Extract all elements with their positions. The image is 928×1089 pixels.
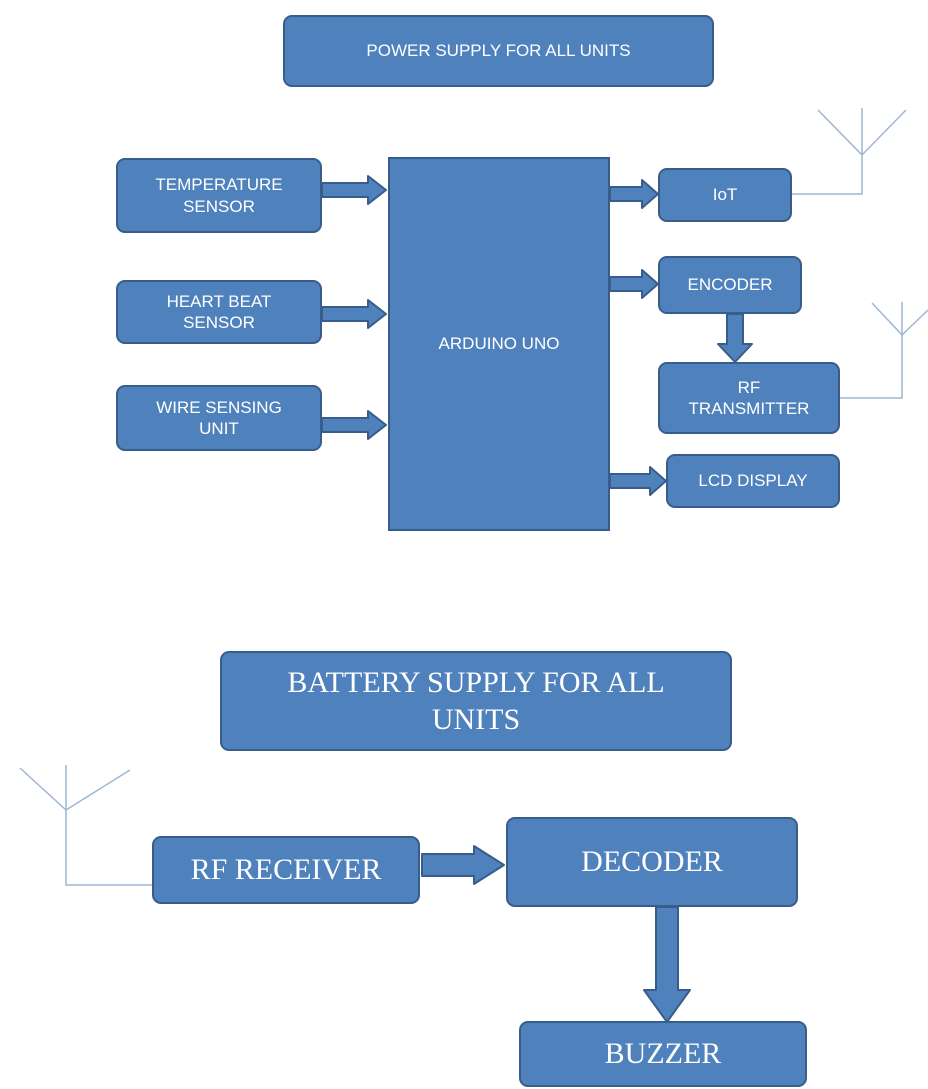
heart-beat-sensor-box: HEART BEAT SENSOR bbox=[116, 280, 322, 344]
arrow-arduino-to-lcd bbox=[609, 466, 667, 496]
encoder-label: ENCODER bbox=[687, 275, 773, 295]
rf-transmitter-label: RF TRANSMITTER bbox=[688, 377, 810, 418]
rf-receiver-label: RF RECEIVER bbox=[190, 853, 382, 887]
buzzer-box: BUZZER bbox=[519, 1021, 807, 1087]
arduino-uno-box: ARDUINO UNO bbox=[388, 157, 610, 531]
battery-supply-box: BATTERY SUPPLY FOR ALL UNITS bbox=[220, 651, 732, 751]
arrow-encoder-to-rftransmitter bbox=[717, 313, 753, 363]
antenna-rf-receiver bbox=[19, 765, 152, 886]
power-supply-label: POWER SUPPLY FOR ALL UNITS bbox=[366, 41, 631, 61]
buzzer-label: BUZZER bbox=[604, 1037, 722, 1071]
battery-supply-label: BATTERY SUPPLY FOR ALL UNITS bbox=[287, 665, 665, 737]
arrow-arduino-to-iot bbox=[609, 179, 659, 209]
temperature-sensor-label: TEMPERATURE SENSOR bbox=[155, 175, 283, 216]
wire-sensing-unit-label: WIRE SENSING UNIT bbox=[156, 397, 282, 438]
temperature-sensor-box: TEMPERATURE SENSOR bbox=[116, 158, 322, 233]
decoder-box: DECODER bbox=[506, 817, 798, 907]
antenna-rf-transmitter bbox=[840, 302, 928, 399]
antenna-iot bbox=[792, 108, 907, 195]
arrow-wire-to-arduino bbox=[321, 410, 387, 440]
arrow-arduino-to-encoder bbox=[609, 269, 659, 299]
arrow-rfreceiver-to-decoder bbox=[421, 845, 505, 885]
lcd-display-box: LCD DISPLAY bbox=[666, 454, 840, 508]
arrow-heartbeat-to-arduino bbox=[321, 299, 387, 329]
wire-sensing-unit-box: WIRE SENSING UNIT bbox=[116, 385, 322, 451]
arrow-temperature-to-arduino bbox=[321, 175, 387, 205]
arduino-uno-label: ARDUINO UNO bbox=[438, 334, 560, 354]
encoder-box: ENCODER bbox=[658, 256, 802, 314]
heart-beat-sensor-label: HEART BEAT SENSOR bbox=[166, 291, 272, 332]
lcd-display-label: LCD DISPLAY bbox=[698, 471, 808, 491]
rf-transmitter-box: RF TRANSMITTER bbox=[658, 362, 840, 434]
rf-receiver-box: RF RECEIVER bbox=[152, 836, 420, 904]
power-supply-box: POWER SUPPLY FOR ALL UNITS bbox=[283, 15, 714, 87]
iot-label: IoT bbox=[712, 185, 738, 205]
decoder-label: DECODER bbox=[581, 845, 723, 879]
iot-box: IoT bbox=[658, 168, 792, 222]
arrow-decoder-to-buzzer bbox=[643, 906, 691, 1023]
